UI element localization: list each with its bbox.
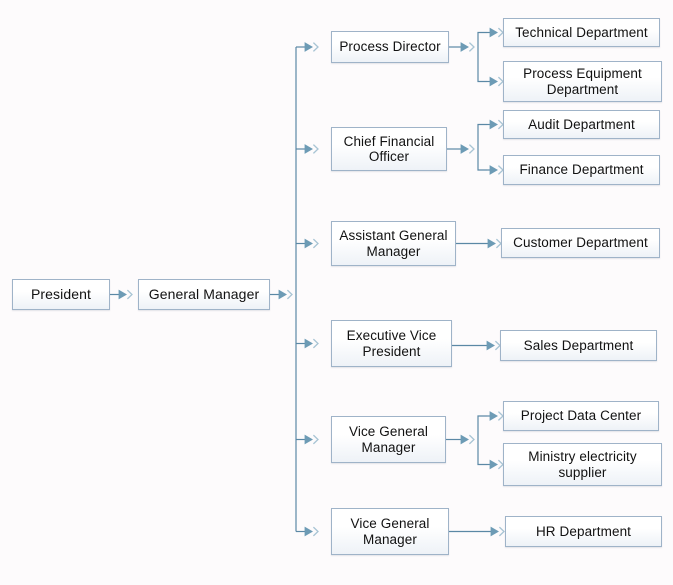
node-finance-department-label: Finance Department (519, 162, 644, 178)
node-president-label: President (30, 285, 92, 302)
node-customer-department[interactable]: Customer Department (501, 228, 660, 258)
node-vice-general-manager-2[interactable]: Vice General Manager (331, 508, 449, 555)
node-president[interactable]: President (12, 279, 110, 310)
node-executive-vice-president-label: Executive Vice President (346, 328, 437, 359)
node-sales-department[interactable]: Sales Department (500, 330, 657, 361)
node-finance-department[interactable]: Finance Department (503, 155, 660, 185)
subtrunk-process-director (477, 31, 487, 83)
node-general-manager[interactable]: General Manager (138, 279, 270, 310)
node-assistant-general-manager-label: Assistant General Manager (339, 228, 448, 259)
node-executive-vice-president[interactable]: Executive Vice President (331, 320, 452, 367)
node-vice-general-manager-2-label: Vice General Manager (350, 516, 430, 547)
node-vice-general-manager-1[interactable]: Vice General Manager (331, 416, 446, 463)
node-assistant-general-manager[interactable]: Assistant General Manager (331, 221, 456, 266)
node-project-data-center[interactable]: Project Data Center (503, 401, 659, 431)
node-technical-department[interactable]: Technical Department (503, 18, 660, 47)
node-ministry-electricity-supplier-label: Ministry electricity supplier (528, 449, 637, 480)
node-sales-department-label: Sales Department (523, 337, 634, 353)
node-process-equipment-department[interactable]: Process Equipment Department (503, 61, 662, 102)
node-audit-department-label: Audit Department (528, 116, 635, 132)
node-technical-department-label: Technical Department (515, 24, 648, 40)
node-process-equipment-department-label: Process Equipment Department (523, 66, 642, 97)
node-hr-department[interactable]: HR Department (505, 516, 662, 547)
node-project-data-center-label: Project Data Center (520, 408, 642, 424)
subtrunk-cfo (477, 123, 487, 171)
node-ministry-electricity-supplier[interactable]: Ministry electricity supplier (503, 443, 662, 486)
node-vice-general-manager-1-label: Vice General Manager (349, 424, 428, 455)
node-customer-department-label: Customer Department (513, 235, 648, 251)
node-chief-financial-officer-label: Chief Financial Officer (343, 133, 435, 164)
node-hr-department-label: HR Department (535, 523, 632, 539)
node-process-director-label: Process Director (339, 39, 441, 55)
node-chief-financial-officer[interactable]: Chief Financial Officer (331, 127, 447, 171)
node-general-manager-label: General Manager (148, 285, 260, 302)
node-process-director[interactable]: Process Director (331, 31, 449, 63)
subtrunk-vgm1 (477, 415, 487, 466)
node-audit-department[interactable]: Audit Department (503, 110, 660, 139)
